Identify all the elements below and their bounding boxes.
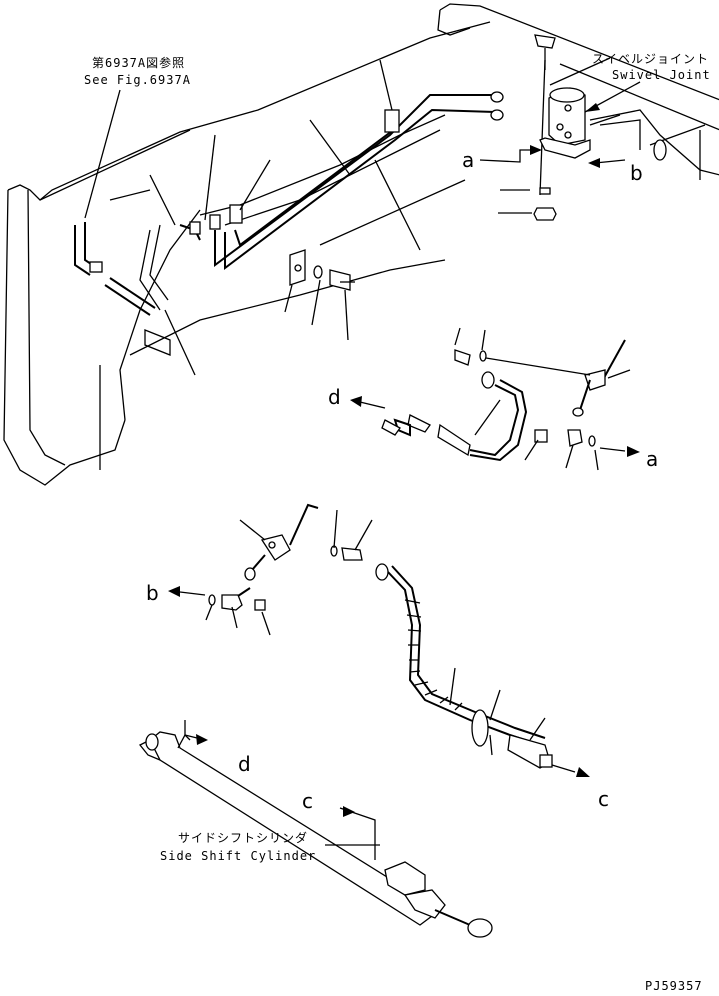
connection-label-d-cylinder: d xyxy=(238,752,251,776)
connection-letters: a b d a b c d c xyxy=(146,148,658,813)
connection-label-c-cylinder: c xyxy=(302,789,313,813)
pipe-clamp xyxy=(384,109,400,133)
connection-label-b-top: b xyxy=(630,161,643,185)
swivel-joint-label-jp: スイベルジョイント xyxy=(592,52,709,66)
side-shift-cylinder xyxy=(138,731,493,938)
see-fig-label-en: See Fig.6937A xyxy=(84,73,191,87)
swivel-joint xyxy=(533,34,591,221)
connection-label-b-lower: b xyxy=(146,581,159,605)
drawing-code: PJ59357 xyxy=(645,979,703,993)
bolt xyxy=(329,269,351,291)
connection-label-a-mid: a xyxy=(646,447,658,471)
see-fig-label-jp: 第6937A図参照 xyxy=(92,55,185,70)
machine-frame xyxy=(3,3,719,486)
leader-lines xyxy=(84,57,641,860)
nut xyxy=(533,207,557,221)
connection-label-c-lower: c xyxy=(598,787,609,811)
callout-labels: 第6937A図参照 See Fig.6937A スイベルジョイント Swivel… xyxy=(84,52,711,863)
swivel-joint-label-en: Swivel Joint xyxy=(612,68,711,82)
connection-label-a-top: a xyxy=(462,148,474,172)
washer xyxy=(313,265,323,279)
connection-label-d-mid: d xyxy=(328,385,341,409)
cylinder-label-jp: サイドシフトシリンダ xyxy=(178,830,308,845)
hose-assembly-lower xyxy=(208,503,553,769)
steel-pipe-assembly xyxy=(74,91,504,316)
hose-assembly-upper xyxy=(381,339,626,462)
cylinder-label-en: Side Shift Cylinder xyxy=(160,849,316,863)
hose-clamp-ring xyxy=(471,709,489,747)
